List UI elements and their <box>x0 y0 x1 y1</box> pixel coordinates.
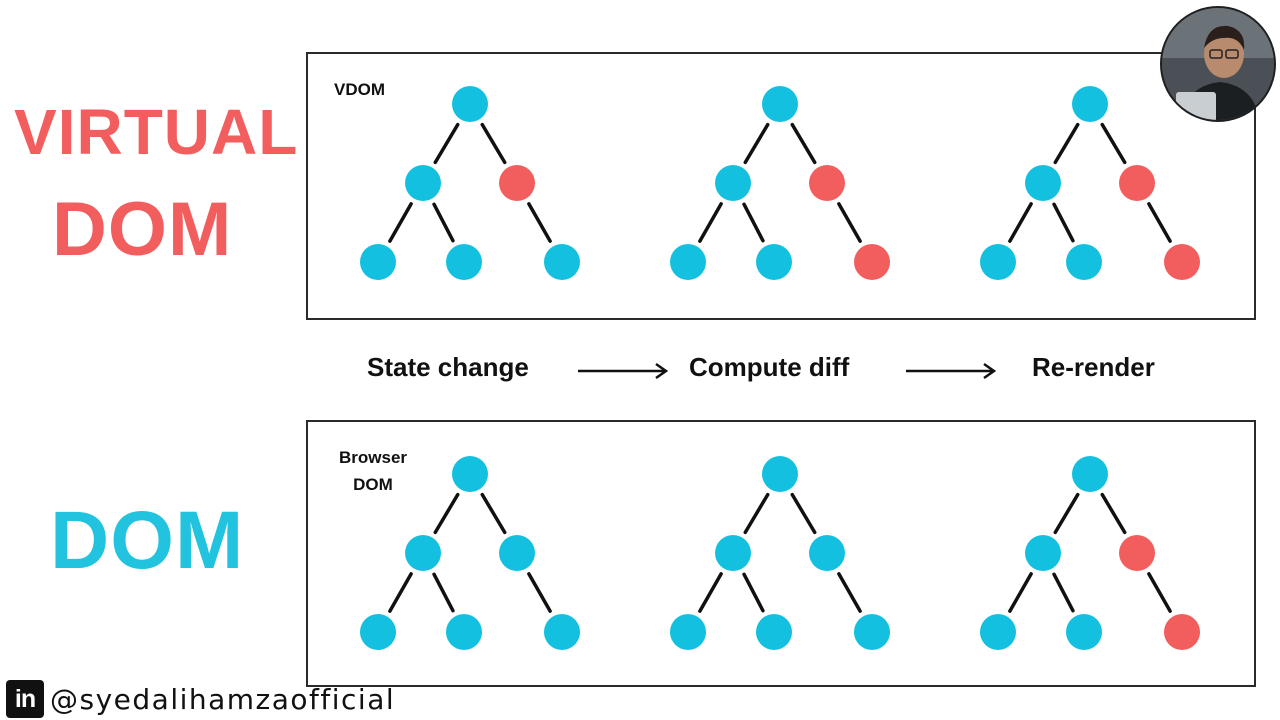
flow-row: State change Compute diff Re-render <box>0 352 1280 392</box>
browser-tree-2-node-root <box>762 456 798 492</box>
vdom-tree-3-edge-root-right <box>1100 122 1127 165</box>
browser-tree-2-edge-root-right <box>790 492 817 535</box>
vdom-tree-3-edge-right-rr <box>1147 202 1172 243</box>
vdom-tree-3-node-lr <box>1066 244 1102 280</box>
browser-tree-3-node-rr <box>1164 614 1200 650</box>
browser-tree-1-node-right <box>499 535 535 571</box>
vdom-tree-1-node-ll <box>360 244 396 280</box>
vdom-tree-2-edge-root-right <box>790 122 817 165</box>
vdom-tree-1-node-lr <box>446 244 482 280</box>
browser-tree-1-edge-root-left <box>433 492 460 535</box>
browser-tree-1-node-lr <box>446 614 482 650</box>
vdom-tree-3-node-ll <box>980 244 1016 280</box>
person-avatar-icon <box>1162 8 1274 120</box>
browser-label-line2: DOM <box>353 475 393 495</box>
title-virtual: VIRTUAL <box>14 96 299 168</box>
browser-tree-3-node-right <box>1119 535 1155 571</box>
vdom-tree-2-edge-root-left <box>743 122 770 165</box>
browser-tree-2-node-left <box>715 535 751 571</box>
vdom-tree-1-edge-left-lr <box>432 202 455 243</box>
title-dom-virtual: DOM <box>52 187 233 272</box>
browser-tree-3-node-root <box>1072 456 1108 492</box>
vdom-tree-2-edge-left-ll <box>698 202 723 243</box>
footer: in @syedalihamzaofficial <box>6 680 395 718</box>
avatar <box>1160 6 1276 122</box>
browser-tree-1-edge-left-lr <box>432 572 455 613</box>
browser-tree-3-node-left <box>1025 535 1061 571</box>
browser-tree-3-edge-root-right <box>1100 492 1127 535</box>
title-dom-real: DOM <box>50 495 245 586</box>
browser-tree-1-edge-right-rr <box>527 572 552 613</box>
browser-tree-3-node-ll <box>980 614 1016 650</box>
vdom-tree-2-node-lr <box>756 244 792 280</box>
vdom-tree-3-edge-left-lr <box>1052 202 1075 243</box>
browser-tree-1-node-ll <box>360 614 396 650</box>
browser-tree-3-edge-right-rr <box>1147 572 1172 613</box>
vdom-tree-3-edge-left-ll <box>1008 202 1033 243</box>
linkedin-icon[interactable]: in <box>6 680 44 718</box>
vdom-tree-1-edge-root-right <box>480 122 507 165</box>
flow-step-compute-diff: Compute diff <box>689 352 850 382</box>
vdom-tree-1-edge-left-ll <box>388 202 413 243</box>
browser-tree-2-edge-left-lr <box>742 572 765 613</box>
vdom-tree-1-edge-right-rr <box>527 202 552 243</box>
vdom-tree-1-node-right <box>499 165 535 201</box>
vdom-tree-3-edge-root-left <box>1053 122 1080 165</box>
vdom-tree-2-node-root <box>762 86 798 122</box>
browser-dom-label: Browser DOM <box>328 444 418 498</box>
vdom-tree-3-node-root <box>1072 86 1108 122</box>
browser-tree-2-node-right <box>809 535 845 571</box>
browser-tree-1-node-rr <box>544 614 580 650</box>
vdom-tree-2-node-ll <box>670 244 706 280</box>
browser-tree-1-node-left <box>405 535 441 571</box>
vdom-tree-3-node-right <box>1119 165 1155 201</box>
flow-step-re-render: Re-render <box>1032 352 1155 382</box>
vdom-tree-2-edge-right-rr <box>837 202 862 243</box>
vdom-tree-2-edge-left-lr <box>742 202 765 243</box>
vdom-label: VDOM <box>334 80 385 99</box>
browser-label-line1: Browser <box>338 448 408 467</box>
flow-step-state-change: State change <box>367 352 529 382</box>
browser-tree-2-node-rr <box>854 614 890 650</box>
vdom-tree-1-node-rr <box>544 244 580 280</box>
browser-tree-2-edge-root-left <box>743 492 770 535</box>
browser-tree-3-node-lr <box>1066 614 1102 650</box>
vdom-tree-2-node-rr <box>854 244 890 280</box>
browser-tree-2-node-lr <box>756 614 792 650</box>
vdom-tree-1-edge-root-left <box>433 122 460 165</box>
browser-tree-2-node-ll <box>670 614 706 650</box>
browser-tree-2-edge-left-ll <box>698 572 723 613</box>
browser-tree-1-node-root <box>452 456 488 492</box>
browser-tree-1-edge-left-ll <box>388 572 413 613</box>
browser-tree-3-edge-root-left <box>1053 492 1080 535</box>
arrow-right-icon <box>906 362 997 380</box>
social-handle[interactable]: @syedalihamzaofficial <box>50 682 396 716</box>
arrow-right-icon <box>578 362 669 380</box>
vdom-tree-2-node-left <box>715 165 751 201</box>
vdom-tree-1-node-left <box>405 165 441 201</box>
vdom-tree-1-node-root <box>452 86 488 122</box>
browser-tree-2-edge-right-rr <box>837 572 862 613</box>
browser-tree-3-edge-left-lr <box>1052 572 1075 613</box>
browser-tree-3-edge-left-ll <box>1008 572 1033 613</box>
vdom-tree-3-node-left <box>1025 165 1061 201</box>
browser-tree-1-edge-root-right <box>480 492 507 535</box>
vdom-tree-2-node-right <box>809 165 845 201</box>
vdom-tree-3-node-rr <box>1164 244 1200 280</box>
